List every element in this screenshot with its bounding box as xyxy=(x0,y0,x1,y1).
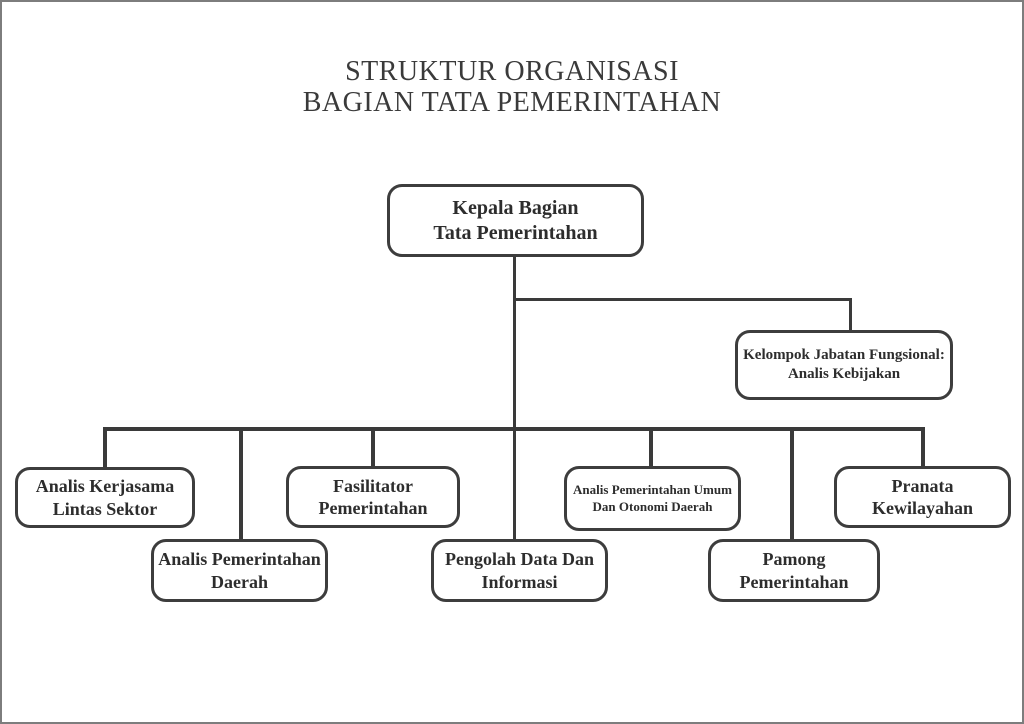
node-analis-pemerintahan-daerah: Analis Pemerintahan Daerah xyxy=(151,539,328,602)
connector-stub-daerah xyxy=(239,427,243,541)
node-pamong-pemerintahan: Pamong Pemerintahan xyxy=(708,539,880,602)
connector-stub-pranata xyxy=(921,427,925,469)
node-label-line2: Daerah xyxy=(211,571,268,592)
node-label-line1: Analis Pemerintahan xyxy=(158,549,321,569)
node-fasilitator-pemerintahan: Fasilitator Pemerintahan xyxy=(286,466,460,528)
node-label-line2: Informasi xyxy=(481,571,558,592)
node-analis-kerjasama-lintas-sektor: Analis Kerjasama Lintas Sektor xyxy=(15,467,195,528)
node-analis-pemerintahan-umum-otonomi-daerah: Analis Pemerintahan Umum Dan Otonomi Dae… xyxy=(564,466,741,531)
connector-branch-to-kelompok xyxy=(849,298,852,332)
node-label-line2: Dan Otonomi Daerah xyxy=(592,498,713,514)
node-label-line1: Pranata xyxy=(891,475,954,496)
node-label-line1: Pamong xyxy=(762,549,826,569)
page-title-line2: BAGIAN TATA PEMERINTAHAN xyxy=(302,87,722,118)
node-label-line1: Fasilitator xyxy=(333,475,413,496)
node-label-line2: Tata Pemerintahan xyxy=(433,221,598,244)
node-label-line1: Analis Pemerintahan Umum xyxy=(573,482,732,498)
page-title: STRUKTUR ORGANISASI BAGIAN TATA PEMERINT… xyxy=(2,56,1022,118)
connector-branch-horizontal xyxy=(513,298,852,301)
node-label-line2: Lintas Sektor xyxy=(52,498,158,519)
node-pengolah-data-dan-informasi: Pengolah Data Dan Informasi xyxy=(431,539,608,602)
node-kepala-bagian-tata-pemerintahan: Kepala Bagian Tata Pemerintahan xyxy=(387,184,644,257)
connector-stub-kerjasama xyxy=(103,427,107,469)
node-pranata-kewilayahan: Pranata Kewilayahan xyxy=(834,466,1011,528)
node-label-line2: Analis Kebijakan xyxy=(787,366,901,382)
node-label-line1: Kelompok Jabatan Fungsional: xyxy=(743,347,945,364)
node-label-line1: Kepala Bagian xyxy=(452,196,579,219)
node-label-line2: Pemerintahan xyxy=(318,498,428,518)
node-label-line1: Analis Kerjasama xyxy=(35,476,175,496)
node-label-line2: Pemerintahan xyxy=(739,571,849,592)
connector-row-horizontal xyxy=(103,427,925,431)
connector-stub-fasilitator xyxy=(371,427,375,468)
page-title-line1: STRUKTUR ORGANISASI xyxy=(345,56,679,87)
node-kelompok-jabatan-fungsional: Kelompok Jabatan Fungsional: Analis Kebi… xyxy=(735,330,953,400)
connector-root-to-row xyxy=(513,256,516,541)
node-label-line1: Pengolah Data Dan xyxy=(444,549,594,569)
connector-stub-umum xyxy=(649,427,653,468)
connector-stub-pamong xyxy=(790,427,794,541)
node-label-line2: Kewilayahan xyxy=(871,498,973,518)
